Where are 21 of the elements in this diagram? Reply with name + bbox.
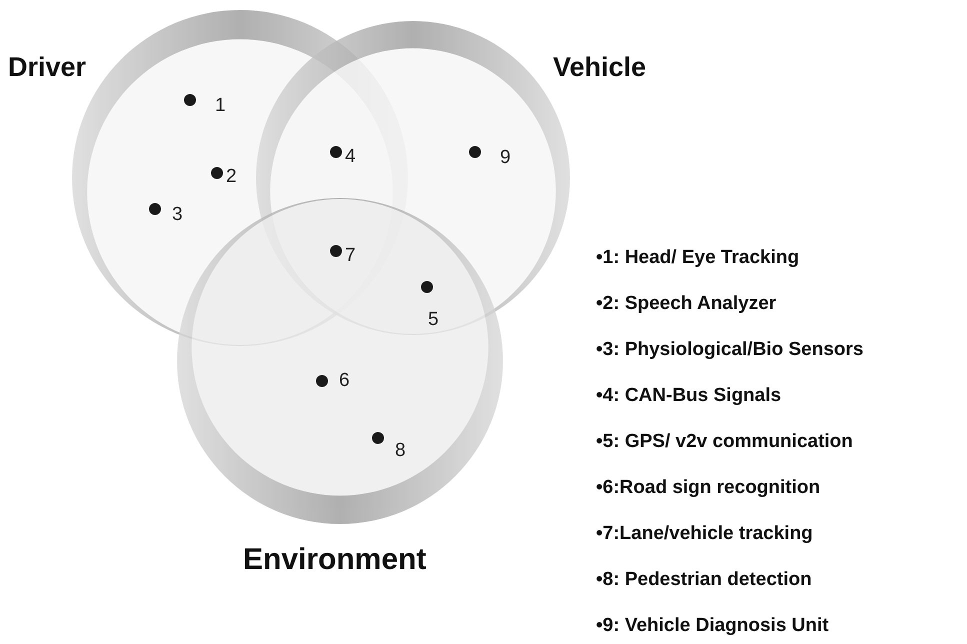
- legend-item-text: •8: Pedestrian detection: [596, 569, 812, 591]
- legend-item-text: •3: Physiological/Bio Sensors: [596, 339, 864, 361]
- legend-item-text: •6:Road sign recognition: [596, 477, 820, 499]
- point-number: 5: [428, 310, 439, 330]
- point-number: 4: [345, 147, 356, 167]
- legend-item-text: •2: Speech Analyzer: [596, 293, 776, 315]
- point-number: 9: [500, 148, 511, 168]
- point-number: 6: [339, 371, 350, 391]
- point-number: 3: [172, 205, 183, 225]
- legend-item-text: •5: GPS/ v2v communication: [596, 431, 853, 453]
- point-number: 2: [226, 167, 237, 187]
- point-number: 8: [395, 441, 406, 461]
- set-heading: Environment: [243, 545, 426, 575]
- point-number: 7: [345, 246, 356, 266]
- set-heading: Driver: [8, 52, 86, 82]
- legend-item-text: •1: Head/ Eye Tracking: [596, 247, 800, 269]
- set-heading: Vehicle: [553, 52, 646, 82]
- legend-item-text: •7:Lane/vehicle tracking: [596, 523, 813, 545]
- legend-item-text: •4: CAN-Bus Signals: [596, 385, 782, 407]
- point-number: 1: [215, 96, 226, 116]
- legend-item-text: •9: Vehicle Diagnosis Unit: [596, 615, 829, 637]
